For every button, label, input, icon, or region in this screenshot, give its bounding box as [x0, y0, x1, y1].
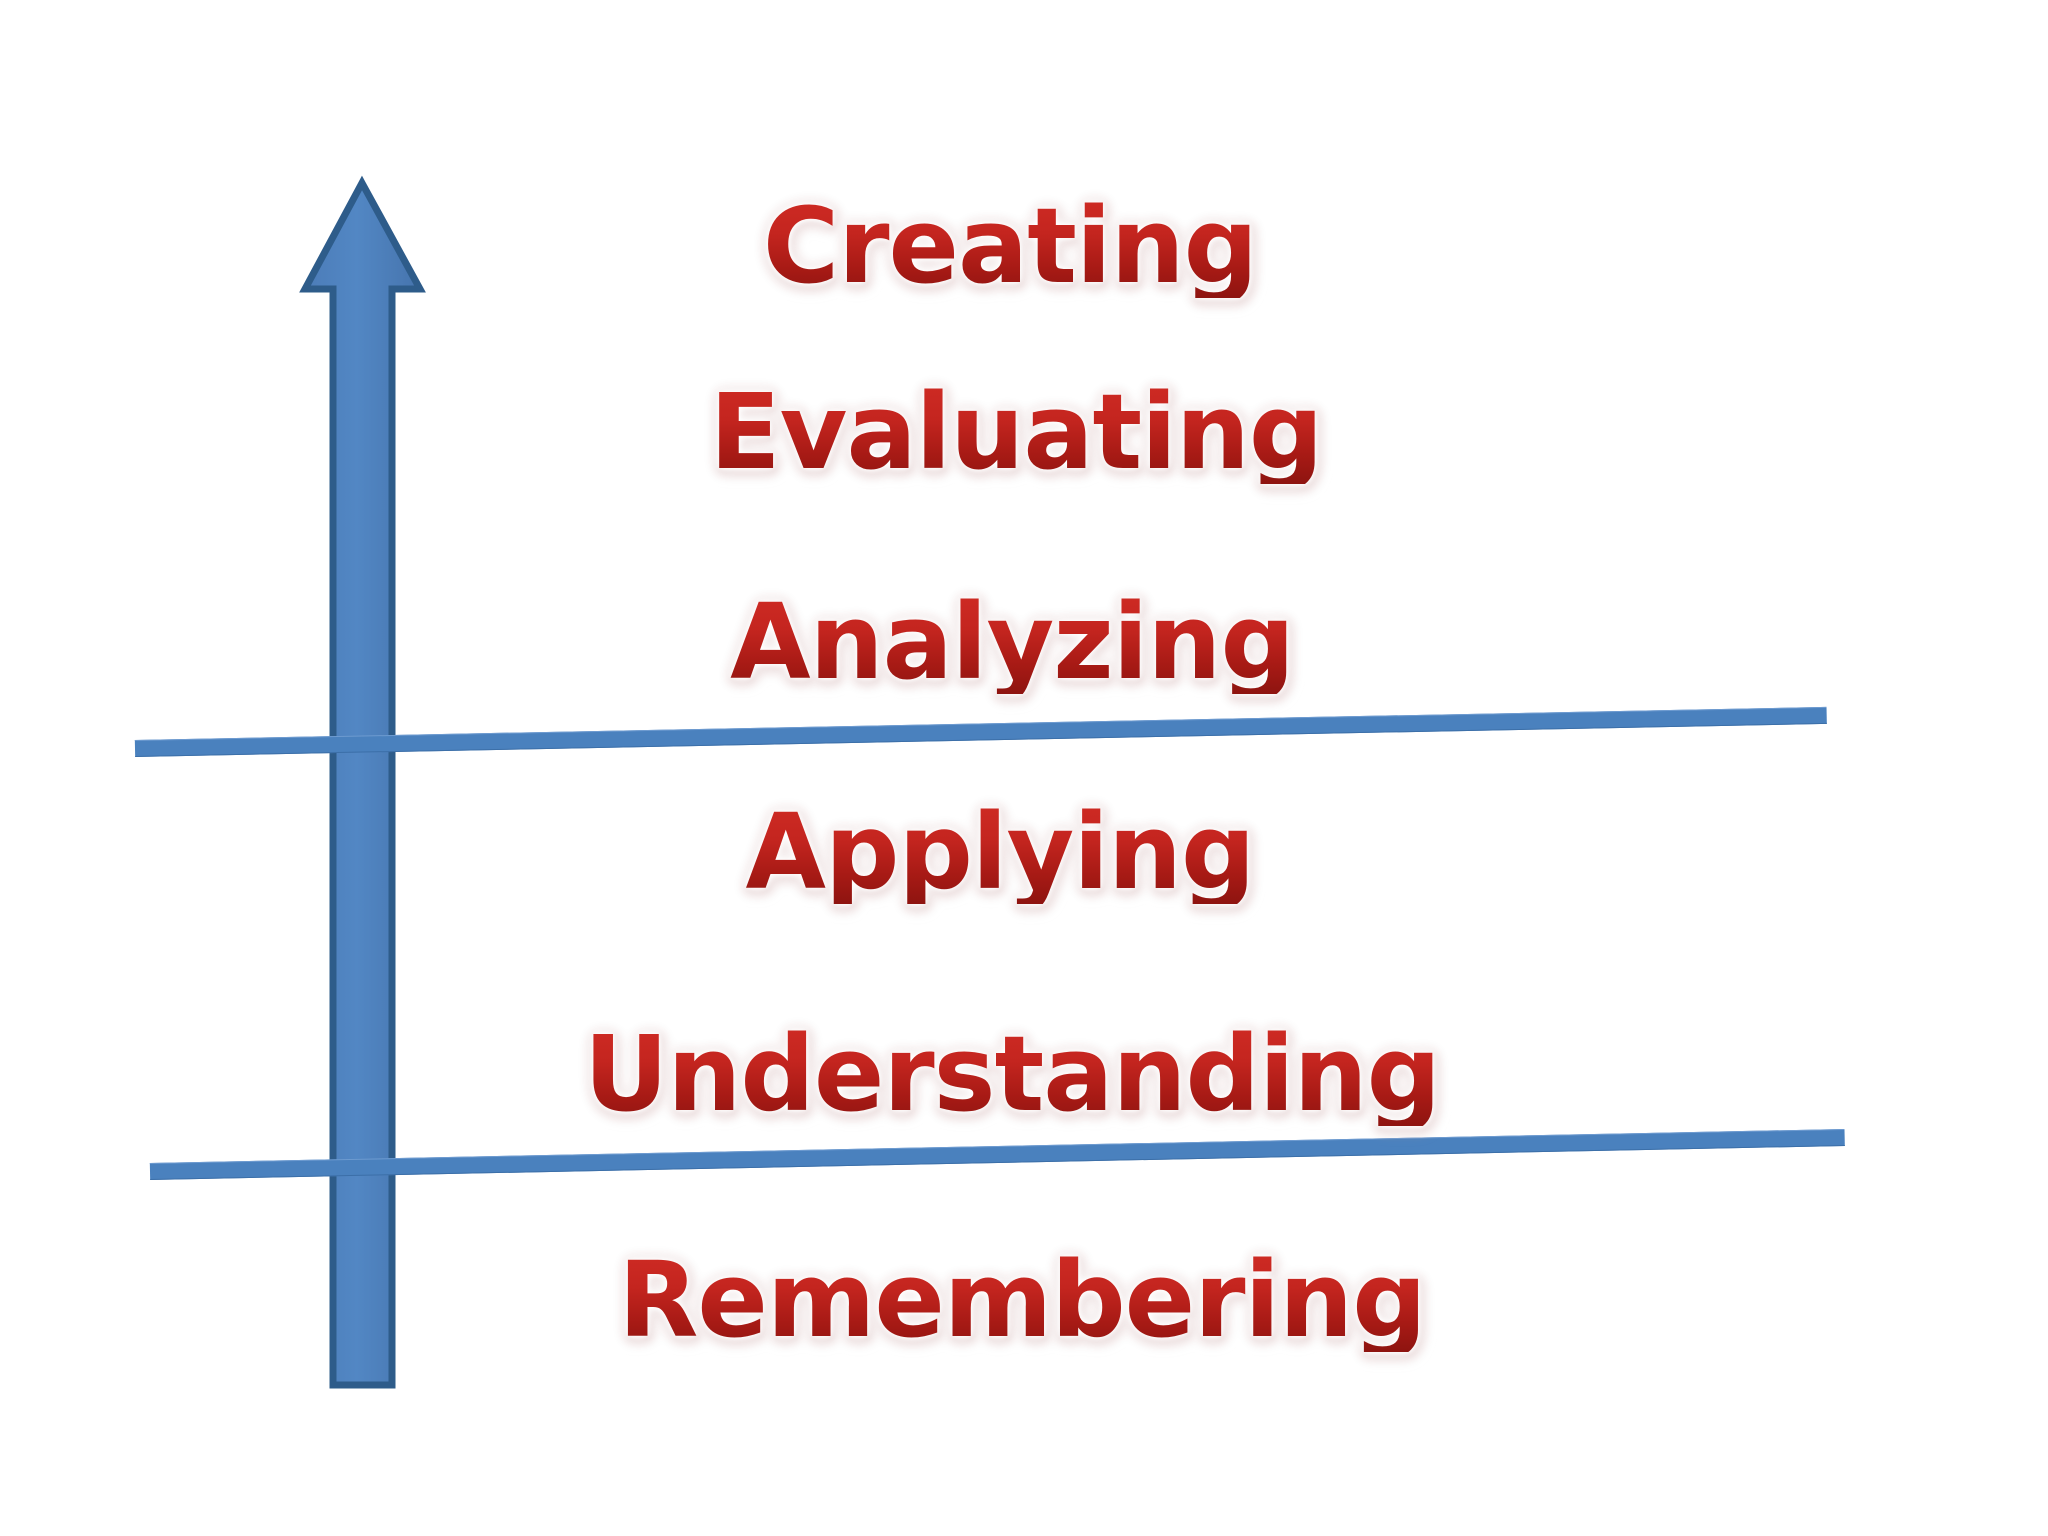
taxonomy-label-applying-outline: Applying [742, 797, 1259, 908]
taxonomy-label-analyzing: Analyzing [730, 581, 1295, 703]
taxonomy-label-remembering: Remembering [618, 1239, 1426, 1361]
taxonomy-label-creating: Creating [762, 185, 1258, 307]
upward-arrow-icon [299, 175, 426, 1389]
taxonomy-label-remembering-outline: Remembering [615, 1245, 1430, 1356]
taxonomy-label-applying: Applying [745, 791, 1256, 913]
taxonomy-label-creating-outline: Creating [759, 191, 1261, 302]
taxonomy-label-evaluating: Evaluating [709, 371, 1324, 493]
taxonomy-label-understanding-outline: Understanding [580, 1019, 1444, 1130]
taxonomy-label-understanding: Understanding [583, 1013, 1441, 1135]
taxonomy-label-evaluating-outline: Evaluating [706, 377, 1327, 488]
taxonomy-label-analyzing-outline: Analyzing [727, 587, 1299, 698]
